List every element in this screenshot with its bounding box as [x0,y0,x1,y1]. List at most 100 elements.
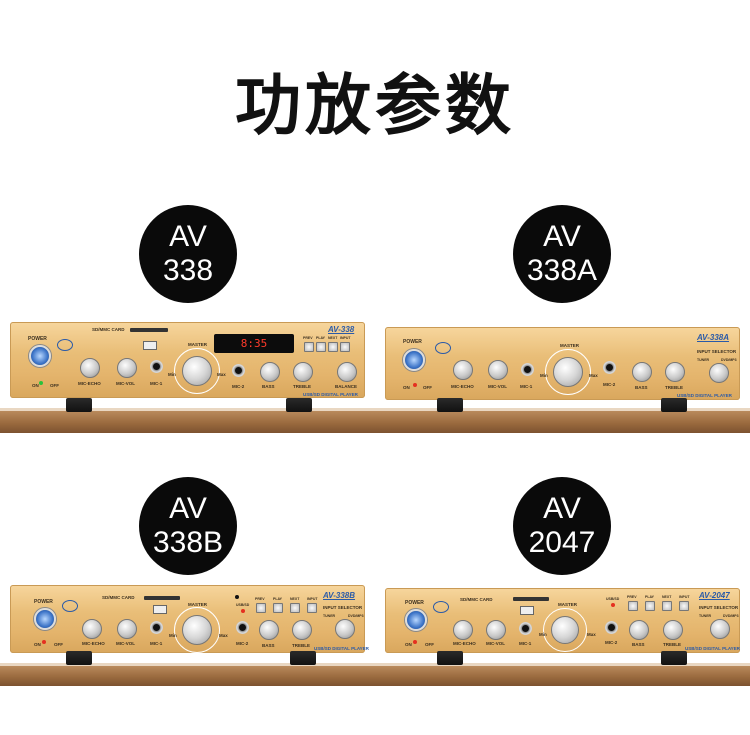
mic1-label: MIC-1 [150,381,163,386]
treble-label: TREBLE [663,642,681,647]
master-volume-knob[interactable] [553,357,583,387]
master-volume-knob[interactable] [551,616,579,644]
off-label: OFF [423,385,432,390]
sd-card-slot[interactable] [144,596,180,600]
min-label: Min [539,632,547,637]
power-label: POWER [34,599,53,605]
treble-knob[interactable] [665,362,685,382]
input-button[interactable] [340,342,350,352]
treble-knob[interactable] [293,362,313,382]
tuner-label: TUNER [699,614,712,618]
play-button[interactable] [316,342,326,352]
input-button[interactable] [307,603,317,613]
usb-port[interactable] [520,606,534,615]
bass-knob[interactable] [632,362,652,382]
input-selector-knob[interactable] [335,619,355,639]
power-button[interactable] [403,349,425,371]
led-display: 8:35 [214,334,294,353]
brand-logo-icon [433,601,449,613]
balance-label: BALANCE [335,384,357,389]
bass-knob[interactable] [260,362,280,382]
mic-vol-knob[interactable] [117,358,137,378]
amplifier-av338a: POWER ON OFF MIC-ECHO MIC-VOL MIC-1 MAST… [385,327,740,400]
amp-foot [661,398,687,412]
master-label: MASTER [188,342,207,347]
master-label: MASTER [560,343,579,348]
input-selector-label: INPUT SELECTOR [699,605,739,610]
amplifier-av2047: POWER ON OFF MIC-ECHO SD/MMC CARD MIC-VO… [385,588,740,653]
brand-logo-icon [62,600,78,612]
mic-echo-knob[interactable] [453,360,473,380]
page-title: 功放参数 [235,67,515,144]
master-ring [543,608,587,652]
prev-button[interactable] [256,603,266,613]
shelf-top-edge [0,408,750,411]
mic1-jack[interactable] [519,622,532,635]
next-button[interactable] [290,603,300,613]
usb-port[interactable] [153,605,167,614]
mic-vol-knob[interactable] [488,360,508,380]
input-button[interactable] [679,601,689,611]
mic2-jack[interactable] [232,364,245,377]
footer-label: USB/SD DIGITAL PLAYER [303,392,358,397]
power-button[interactable] [405,609,427,631]
next-button[interactable] [328,342,338,352]
input-selector-knob[interactable] [710,619,730,639]
bass-knob[interactable] [259,620,279,640]
mic-echo-knob[interactable] [82,619,102,639]
mic1-jack[interactable] [150,360,163,373]
power-button[interactable] [29,345,51,367]
bass-label: BASS [262,643,275,648]
mic-echo-knob[interactable] [80,358,100,378]
footer-label: USB/SD DIGITAL PLAYER [685,646,740,651]
mic1-jack[interactable] [150,621,163,634]
mic-echo-label: MIC-ECHO [78,381,101,386]
usb-port[interactable] [143,341,157,350]
treble-knob[interactable] [292,620,312,640]
sd-card-slot[interactable] [513,597,549,601]
treble-label: TREBLE [292,643,310,648]
mic1-label: MIC-1 [150,641,163,646]
prev-button[interactable] [628,601,638,611]
input-label: INPUT [679,595,690,599]
brand-logo-icon [57,339,73,351]
mic-echo-label: MIC-ECHO [82,641,105,646]
mic-echo-knob[interactable] [453,620,473,640]
on-label: ON [32,383,39,388]
play-button[interactable] [645,601,655,611]
sd-card-slot[interactable] [130,328,168,332]
bass-knob[interactable] [629,620,649,640]
master-ring [174,348,220,394]
balance-knob[interactable] [337,362,357,382]
sd-card-label: SD/MMC CARD [92,327,125,332]
max-label: Max [217,372,226,377]
master-volume-knob[interactable] [182,615,212,645]
power-button[interactable] [34,608,56,630]
mic1-jack[interactable] [521,363,534,376]
shelf-bottom-edge [0,663,750,666]
master-label: MASTER [188,602,207,607]
sd-card-label: SD/MMC CARD [460,597,493,602]
footer-label: USB/SD DIGITAL PLAYER [314,646,369,651]
amp-foot [290,651,316,665]
usb-sd-led [241,609,245,613]
master-volume-knob[interactable] [182,356,212,386]
mic-vol-knob[interactable] [486,620,506,640]
input-selector-knob[interactable] [709,363,729,383]
mic2-jack[interactable] [605,621,618,634]
bass-label: BASS [635,385,648,390]
power-led [42,640,46,644]
min-label: Min [169,633,177,638]
badge-line2: 338A [526,254,598,287]
ir-sensor [235,595,239,599]
input-label: INPUT [307,597,318,601]
treble-knob[interactable] [663,620,683,640]
next-button[interactable] [662,601,672,611]
prev-button[interactable] [304,342,314,352]
play-button[interactable] [273,603,283,613]
mic2-jack[interactable] [236,621,249,634]
mic-vol-knob[interactable] [117,619,137,639]
mic-echo-label: MIC-ECHO [451,384,474,389]
mic2-jack[interactable] [603,361,616,374]
mic2-label: MIC-2 [603,382,616,387]
